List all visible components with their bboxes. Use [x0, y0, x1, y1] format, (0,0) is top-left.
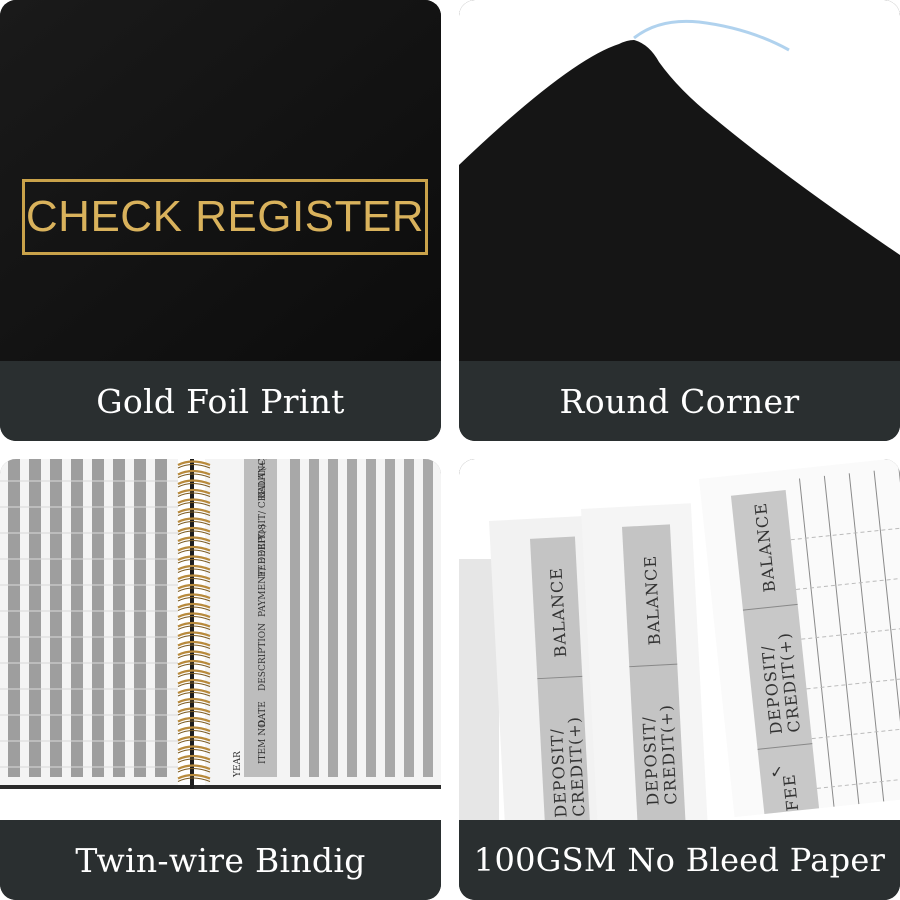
- column-item-no: ITEM NO.: [258, 718, 268, 764]
- sheet2-deposit: DEPOSIT/: [639, 716, 663, 807]
- corner-highlight-shape: [633, 19, 790, 52]
- column-fee: FEE: [258, 558, 268, 577]
- panel-round-corner: Round Corner: [459, 0, 900, 441]
- column-balance: BALANCE: [258, 459, 268, 499]
- register-column-headers: ITEM NO. DATE DESCRIPTION PAYMENT/ DEBIT…: [233, 459, 268, 778]
- year-label: YEAR: [233, 751, 243, 778]
- caption-gold-foil: Gold Foil Print: [0, 361, 441, 441]
- column-date: DATE: [258, 701, 268, 727]
- sheet1-balance: BALANCE: [547, 567, 571, 658]
- cover-title: CHECK REGISTER: [22, 179, 428, 255]
- sheet3-fee-mark: ✓: [769, 762, 785, 782]
- binding-photo: ITEM NO. DATE DESCRIPTION PAYMENT/ DEBIT…: [0, 459, 441, 820]
- twin-wire-coils: [177, 460, 211, 782]
- sheet3-fee: FEE: [779, 773, 802, 812]
- column-deposit: DEPOSIT/ CREDIT(+): [257, 459, 268, 557]
- panel-gold-foil: CHECK REGISTER Gold Foil Print: [0, 0, 441, 441]
- paper-photo: BALANCE DEPOSIT/ CREDIT(+) BALANCE DEPOS…: [459, 459, 900, 820]
- column-description: DESCRIPTION: [258, 623, 268, 691]
- sheet2-balance: BALANCE: [641, 555, 665, 646]
- panel-paper: BALANCE DEPOSIT/ CREDIT(+) BALANCE DEPOS…: [459, 459, 900, 900]
- column-payment: PAYMENT/ DEBIT(-): [257, 524, 268, 617]
- caption-paper: 100GSM No Bleed Paper: [459, 820, 900, 900]
- round-corner-photo: [459, 0, 900, 361]
- panel-twin-wire: ITEM NO. DATE DESCRIPTION PAYMENT/ DEBIT…: [0, 459, 441, 900]
- caption-round-corner: Round Corner: [459, 361, 900, 441]
- sheet1-deposit: DEPOSIT/: [547, 728, 571, 819]
- caption-twin-wire: Twin-wire Bindig: [0, 820, 441, 900]
